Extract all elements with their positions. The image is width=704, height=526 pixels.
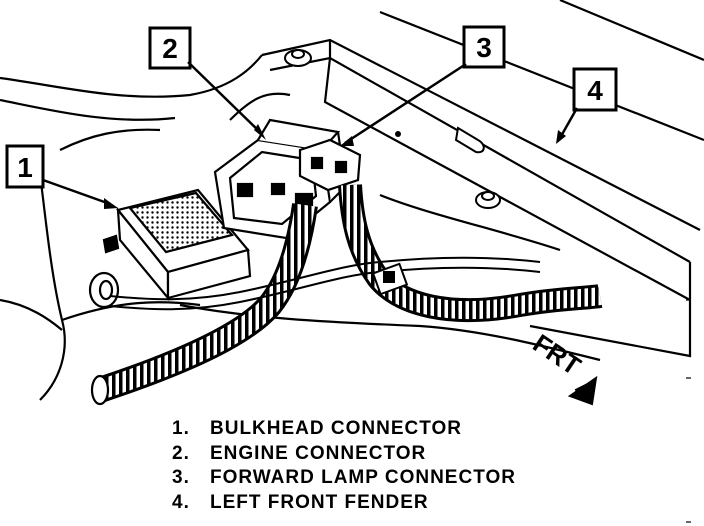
legend-number: 3. [172,467,190,488]
forward-lamp-connector [298,138,362,192]
legend-item-engine-connector: 2. ENGINE CONNECTOR [172,442,516,467]
legend-text: FORWARD LAMP CONNECTOR [210,467,516,488]
legend-text: ENGINE CONNECTOR [210,442,427,464]
fender-hole [395,131,401,137]
callout-1: 1 [5,144,118,209]
svg-text:3: 3 [476,32,492,63]
conduit-end [90,374,110,406]
legend-item-left-front-fender: 4. LEFT FRONT FENDER [172,491,516,516]
fender-outline [0,0,704,401]
legend-number: 2. [172,442,190,464]
fender-bolt-lower [475,191,501,209]
svg-text:4: 4 [587,75,603,106]
harness-clip [371,262,409,296]
bulkhead-connector [102,188,252,302]
legend-text: LEFT FRONT FENDER [210,491,429,513]
fender-slot [454,126,485,154]
callout-2: 2 [148,26,266,140]
legend-text: BULKHEAD CONNECTOR [210,418,462,439]
legend-number: 4. [172,491,190,513]
callout-4: 4 [556,67,618,144]
forward-indicator: FRT [528,328,598,406]
legend-number: 1. [172,418,190,439]
harness-conduit [95,184,603,403]
parts-legend: 1.BULKHEAD CONNECTOR 2.ENGINE CONNECTOR … [172,417,516,515]
margin-ticks [686,299,691,523]
firewall-grommet [88,271,120,309]
svg-text:2: 2 [162,33,178,64]
legend-item-forward-lamp-connector: 3. FORWARD LAMP CONNECTOR [172,466,516,491]
callout-3: 3 [340,25,506,146]
svg-text:1: 1 [17,152,33,183]
legend-item-bulkhead-connector: 1. BULKHEAD CONNECTOR [172,417,516,442]
fender-bolt-upper [284,49,312,67]
